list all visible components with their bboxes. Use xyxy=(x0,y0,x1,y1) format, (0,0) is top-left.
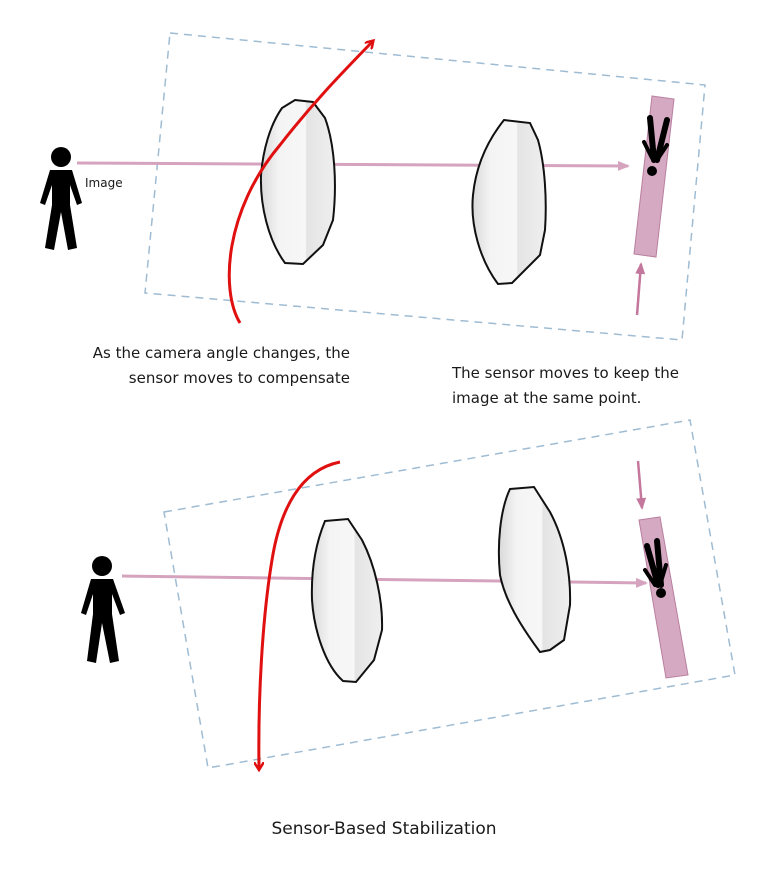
caption-sensor-moves-line2: image at the same point. xyxy=(452,389,642,407)
inverted-image-icon-top xyxy=(642,115,670,176)
light-ray-top xyxy=(76,160,630,171)
lens-1-bottom xyxy=(310,517,384,684)
sensor-move-arrow-bottom xyxy=(636,460,647,510)
bottom-panel xyxy=(81,419,736,769)
image-sensor-bottom xyxy=(638,516,689,679)
sensor-move-arrow-top xyxy=(635,262,646,316)
caption-camera-angle: As the camera angle changes, the sensor … xyxy=(60,341,350,391)
subject-person-icon-top xyxy=(40,147,82,250)
lens-1-top xyxy=(259,98,336,266)
caption-camera-angle-line1: As the camera angle changes, the xyxy=(92,344,350,362)
subject-person-icon-bottom xyxy=(81,556,125,663)
figure-title: Sensor-Based Stabilization xyxy=(271,819,497,839)
camera-motion-arrow-bottom xyxy=(259,460,341,768)
inverted-image-icon-bottom xyxy=(643,538,668,598)
image-label: Image xyxy=(85,176,123,190)
caption-camera-angle-line2: sensor moves to compensate xyxy=(128,369,350,387)
camera-motion-arrow-top xyxy=(227,42,372,324)
camera-outline-top xyxy=(144,32,706,341)
caption-sensor-moves-line1: The sensor moves to keep the xyxy=(452,364,679,382)
top-panel xyxy=(40,32,706,341)
lens-2-bottom xyxy=(497,485,572,654)
lens-2-top xyxy=(471,118,547,286)
caption-sensor-moves: The sensor moves to keep the image at th… xyxy=(452,361,679,411)
camera-outline-bottom xyxy=(163,419,736,769)
